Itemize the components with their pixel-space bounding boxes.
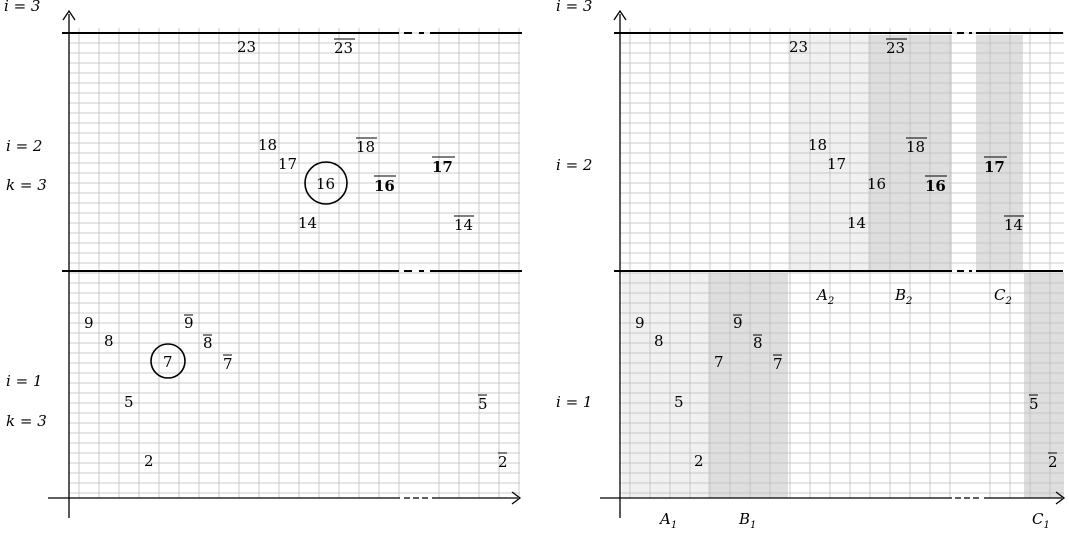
left-num-23: 23	[237, 38, 256, 56]
left-num-5: 5	[124, 393, 134, 411]
right-panel: i = 3 i = 2 i = 1 A2 B2 C2 A1 B1 C1 23 2…	[556, 0, 1066, 531]
left-num-9-bar: 9	[184, 314, 194, 332]
x-axis-right	[600, 491, 1066, 505]
right-num-23: 23	[789, 38, 808, 56]
x-axis-left	[48, 491, 522, 505]
grid-right	[620, 28, 1064, 498]
left-num-17-bar-bold: 17	[432, 158, 453, 176]
left-num-17: 17	[278, 155, 297, 173]
svg-text:C1: C1	[1032, 510, 1050, 531]
svg-text:B2: B2	[894, 286, 912, 307]
region-label-A2: A2	[815, 286, 834, 307]
left-num-18: 18	[258, 136, 277, 154]
left-num-7: 7	[163, 353, 173, 371]
left-num-18-bar: 18	[356, 138, 375, 156]
region-label-B2: B2	[894, 286, 912, 307]
right-num-17-bar-bold: 17	[984, 158, 1005, 176]
left-num-2: 2	[144, 452, 154, 470]
right-num-9: 9	[635, 314, 645, 332]
right-num-8-bar: 8	[753, 334, 763, 352]
right-num-17: 17	[827, 155, 846, 173]
right-num-16-bar-bold: 16	[925, 177, 946, 195]
region-C1	[1024, 273, 1064, 498]
right-num-18-bar: 18	[906, 138, 925, 156]
left-num-23-bar: 23	[334, 39, 353, 57]
left-num-16: 16	[316, 175, 335, 193]
label-right-i3: i = 3	[556, 0, 592, 15]
right-num-7: 7	[714, 353, 724, 371]
grid-left	[69, 28, 520, 498]
label-right-i1: i = 1	[556, 393, 592, 411]
right-num-8: 8	[654, 332, 664, 350]
svg-text:B1: B1	[738, 510, 756, 531]
label-left-k3-top: k = 3	[6, 176, 47, 194]
region-A1	[622, 273, 708, 498]
left-num-7-bar: 7	[223, 355, 233, 373]
label-left-k3-bottom: k = 3	[6, 412, 47, 430]
region-label-C1: C1	[1032, 510, 1050, 531]
left-circle-7	[150, 343, 186, 379]
right-num-2: 2	[694, 452, 704, 470]
y-axis-right	[613, 9, 627, 518]
left-num-8-bar: 8	[203, 334, 213, 352]
left-num-14: 14	[298, 214, 317, 232]
right-num-5: 5	[674, 393, 684, 411]
right-num-18: 18	[808, 136, 827, 154]
region-label-B1: B1	[738, 510, 756, 531]
right-num-23-bar: 23	[886, 39, 905, 57]
right-num-7-bar: 7	[773, 355, 783, 373]
label-right-i2: i = 2	[556, 156, 592, 174]
label-left-i1: i = 1	[6, 372, 42, 390]
svg-text:C2: C2	[994, 286, 1012, 307]
svg-text:A1: A1	[658, 510, 677, 531]
left-circle-16	[304, 161, 348, 205]
left-num-9: 9	[84, 314, 94, 332]
label-left-i2: i = 2	[6, 137, 42, 155]
region-label-A1: A1	[658, 510, 677, 531]
left-num-5-bar: 5	[478, 395, 488, 413]
left-num-16-bar-bold: 16	[374, 177, 395, 195]
left-num-8: 8	[104, 332, 114, 350]
left-num-14-bar: 14	[454, 216, 473, 234]
left-panel: i = 3 i = 2 k = 3 i = 1 k = 3 23 23 18 1…	[4, 0, 522, 518]
label-left-i3: i = 3	[4, 0, 40, 15]
right-num-14-bar: 14	[1004, 216, 1023, 234]
right-num-2-bar: 2	[1048, 453, 1058, 471]
right-num-14: 14	[847, 214, 866, 232]
region-B1	[708, 273, 788, 498]
right-num-5-bar: 5	[1029, 395, 1039, 413]
svg-text:A2: A2	[815, 286, 834, 307]
region-label-C2: C2	[994, 286, 1012, 307]
right-num-9-bar: 9	[733, 314, 743, 332]
right-num-16: 16	[867, 175, 886, 193]
left-num-2-bar: 2	[498, 453, 508, 471]
y-axis-left	[62, 9, 76, 518]
